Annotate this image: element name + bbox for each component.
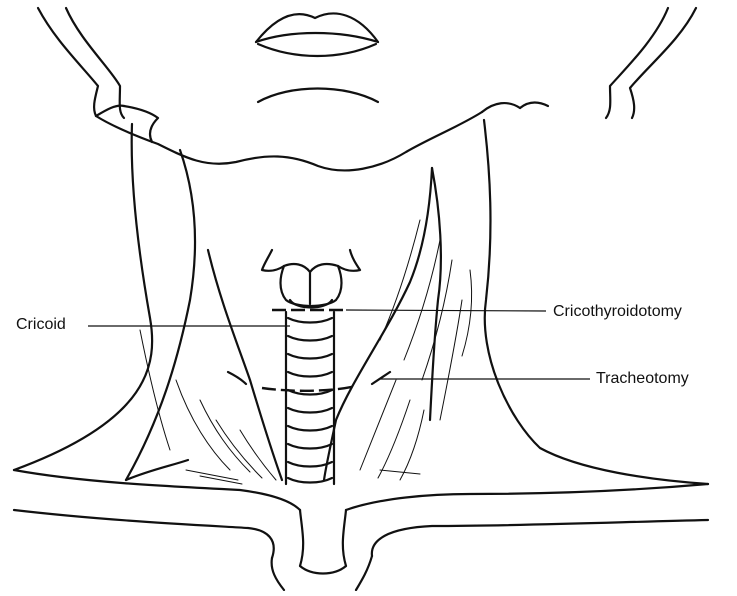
jaw-outline	[38, 8, 696, 170]
cricothyroidotomy-label: Cricothyroidotomy	[553, 303, 682, 321]
trachea	[286, 312, 334, 484]
cricoid-label: Cricoid	[16, 316, 66, 334]
larynx	[262, 250, 360, 308]
clavicle-shoulder	[14, 470, 708, 590]
cricothyroidotomy-leader-line	[346, 310, 546, 311]
tracheotomy-incision-center	[262, 386, 356, 391]
neck-outline	[14, 120, 708, 484]
tracheotomy-incision-right	[372, 372, 390, 384]
muscle-fibers	[140, 220, 472, 484]
chin-crease	[258, 89, 378, 103]
lips	[256, 13, 378, 56]
tracheotomy-label: Tracheotomy	[596, 370, 689, 388]
tracheotomy-incision	[228, 372, 246, 384]
